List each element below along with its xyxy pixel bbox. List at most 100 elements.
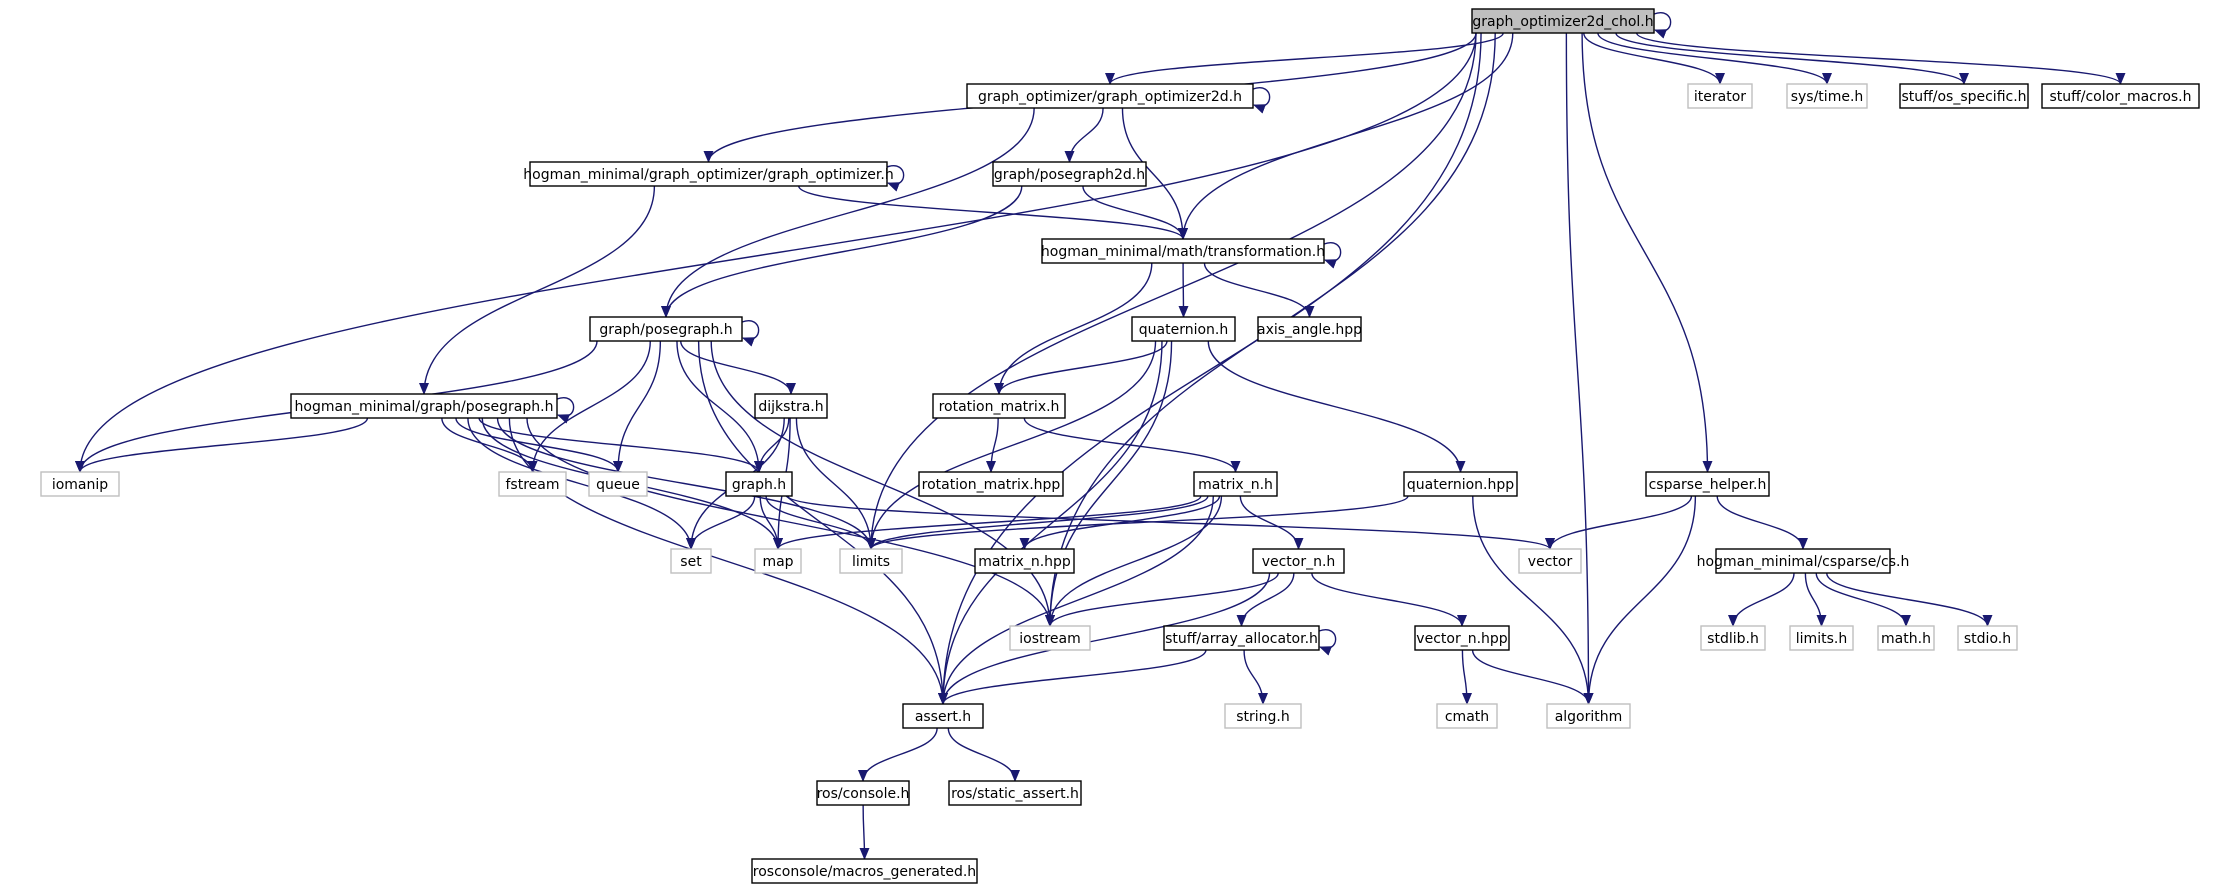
node-quat[interactable]: quaternion.h — [1131, 316, 1236, 342]
edge-hmpg-to-assert — [508, 417, 948, 705]
node-rothpp[interactable]: rotation_matrix.hpp — [918, 471, 1064, 497]
node-box — [1715, 548, 1891, 574]
node-label: iomanip — [52, 477, 108, 493]
edge-trans-to-trans — [1323, 242, 1342, 269]
node-go2d[interactable]: graph_optimizer/graph_optimizer2d.h — [966, 83, 1254, 109]
node-graphh[interactable]: graph.h — [725, 471, 793, 497]
edge-pg2d-to-trans — [1082, 185, 1188, 240]
node-label: queue — [596, 477, 640, 493]
node-hmgo[interactable]: hogman_minimal/graph_optimizer/graph_opt… — [523, 161, 894, 187]
node-pg[interactable]: graph/posegraph.h — [589, 316, 743, 342]
node-box — [1546, 703, 1631, 729]
node-pg2d[interactable]: graph/posegraph2d.h — [992, 161, 1147, 187]
edge-vecn-to-vecnhpp — [1311, 572, 1467, 627]
edge-graphh-to-vector — [787, 495, 1555, 550]
node-label: matrix_n.hpp — [978, 554, 1071, 570]
edge-hmgo-to-hmpg — [419, 185, 656, 395]
node-matnhpp[interactable]: matrix_n.hpp — [974, 548, 1075, 574]
edge-root-to-systime — [1597, 32, 1832, 85]
node-label: rosconsole/macros_generated.h — [753, 864, 976, 880]
node-console[interactable]: ros/console.h — [816, 780, 910, 806]
node-box — [754, 393, 828, 419]
node-box — [1041, 238, 1325, 264]
node-box — [1786, 83, 1868, 109]
edge-root-to-limits — [866, 32, 1477, 550]
edge-matn-to-assert — [938, 495, 1215, 705]
edge-pg-to-queue — [613, 340, 662, 473]
node-label: hogman_minimal/graph_optimizer/graph_opt… — [523, 167, 893, 183]
node-fstream: fstream — [498, 471, 567, 497]
node-label: hogman_minimal/graph/posegraph.h — [295, 399, 554, 415]
edge-vecnhpp-to-cmath — [1461, 649, 1472, 705]
node-arralloc[interactable]: stuff/array_allocator.h — [1163, 625, 1320, 651]
edge-pg-to-iostream — [710, 340, 1055, 627]
edge-root-to-iterator — [1583, 32, 1725, 85]
edge-root-to-assert — [938, 32, 1482, 705]
node-label: csparse_helper.h — [1649, 477, 1767, 493]
node-label: ros/static_assert.h — [951, 786, 1079, 802]
node-hmpg[interactable]: hogman_minimal/graph/posegraph.h — [290, 393, 558, 419]
node-axis[interactable]: axis_angle.hpp — [1257, 316, 1362, 342]
edge-matn-to-vecn — [1239, 495, 1304, 550]
node-box — [40, 471, 120, 497]
node-assert[interactable]: assert.h — [902, 703, 984, 729]
node-box — [1163, 625, 1320, 651]
edge-root-to-iomanip — [75, 32, 1477, 473]
node-label: vector_n.h — [1262, 554, 1336, 570]
node-limits: limits — [839, 548, 903, 574]
node-box — [1257, 316, 1362, 342]
node-trans[interactable]: hogman_minimal/math/transformation.h — [1041, 238, 1325, 264]
node-box — [1789, 625, 1854, 651]
node-box — [1193, 471, 1278, 497]
edge-csh-to-vector — [1545, 495, 1693, 550]
node-box — [1957, 625, 2018, 651]
edge-vecn-to-assert — [938, 572, 1271, 705]
edge-vecn-to-arralloc — [1236, 572, 1295, 627]
node-label: graph_optimizer/graph_optimizer2d.h — [978, 89, 1242, 105]
node-vecn[interactable]: vector_n.h — [1252, 548, 1345, 574]
node-box — [966, 83, 1254, 109]
edge-graphh-to-set — [686, 495, 756, 550]
edge-root-to-go2d — [1105, 32, 1504, 85]
node-box — [498, 471, 567, 497]
node-quathpp[interactable]: quaternion.hpp — [1403, 471, 1518, 497]
edge-dijk-to-limits — [795, 417, 876, 550]
node-macros[interactable]: rosconsole/macros_generated.h — [751, 858, 978, 884]
node-csh[interactable]: csparse_helper.h — [1645, 471, 1770, 497]
node-stdlib: stdlib.h — [1700, 625, 1766, 651]
edge-arralloc-to-arralloc — [1318, 629, 1337, 656]
node-box — [1131, 316, 1236, 342]
node-box — [1224, 703, 1302, 729]
node-label: rotation_matrix.h — [939, 399, 1060, 415]
node-cs[interactable]: hogman_minimal/csparse/cs.h — [1697, 548, 1910, 574]
node-box — [1436, 703, 1498, 729]
edge-cs-to-stdlib — [1728, 572, 1795, 627]
node-label: string.h — [1236, 709, 1290, 725]
node-map: map — [754, 548, 802, 574]
node-box — [1877, 625, 1935, 651]
node-label: algorithm — [1555, 709, 1623, 725]
node-box — [1687, 83, 1753, 109]
node-label: vector_n.hpp — [1416, 631, 1507, 647]
node-sassert[interactable]: ros/static_assert.h — [948, 780, 1082, 806]
node-box — [1899, 83, 2029, 109]
node-box — [751, 858, 978, 884]
node-box — [948, 780, 1082, 806]
node-label: iterator — [1694, 89, 1746, 105]
node-matn[interactable]: matrix_n.h — [1193, 471, 1278, 497]
node-label: assert.h — [915, 709, 971, 725]
node-iostream: iostream — [1009, 625, 1091, 651]
node-label: stuff/os_specific.h — [1901, 89, 2026, 105]
node-label: hogman_minimal/csparse/cs.h — [1697, 554, 1910, 570]
node-box — [725, 471, 793, 497]
edge-quat-to-limits — [866, 340, 1157, 550]
node-box — [670, 548, 712, 574]
node-dijk[interactable]: dijkstra.h — [754, 393, 828, 419]
node-colmac[interactable]: stuff/color_macros.h — [2041, 83, 2200, 109]
node-label: graph_optimizer2d_chol.h — [1472, 14, 1653, 30]
node-osspec[interactable]: stuff/os_specific.h — [1899, 83, 2029, 109]
node-label: graph.h — [732, 477, 786, 493]
node-root[interactable]: graph_optimizer2d_chol.h — [1471, 8, 1655, 34]
node-rotm[interactable]: rotation_matrix.h — [932, 393, 1066, 419]
node-vecnhpp[interactable]: vector_n.hpp — [1414, 625, 1510, 651]
